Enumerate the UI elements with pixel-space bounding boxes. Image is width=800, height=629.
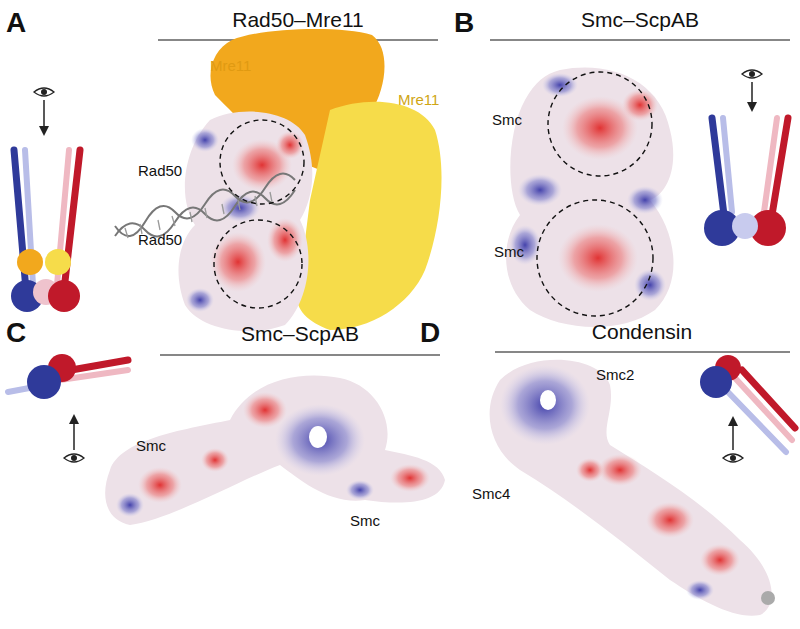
protein-label: Rad50 <box>138 163 182 180</box>
protein-label: Smc <box>136 438 166 455</box>
panel-title: Condensin <box>592 320 692 343</box>
panel-letter: B <box>454 8 474 39</box>
protein-label: Smc <box>350 513 380 530</box>
protein-label: Mre11 <box>398 92 439 109</box>
panel-letter: D <box>420 318 440 349</box>
panel-title: Smc–ScpAB <box>581 8 699 31</box>
protein-label: Mre11 <box>210 58 251 75</box>
panel-letter: A <box>6 8 26 39</box>
protein-label: Smc4 <box>472 486 510 503</box>
panel-letter: C <box>6 318 26 349</box>
protein-label: Smc2 <box>596 367 634 384</box>
protein-label: Rad50 <box>138 232 182 249</box>
protein-label: Smc <box>492 112 522 129</box>
panel-title: Rad50–Mre11 <box>232 8 364 31</box>
panel-title: Smc–ScpAB <box>241 322 359 345</box>
protein-label: Smc <box>494 244 524 261</box>
